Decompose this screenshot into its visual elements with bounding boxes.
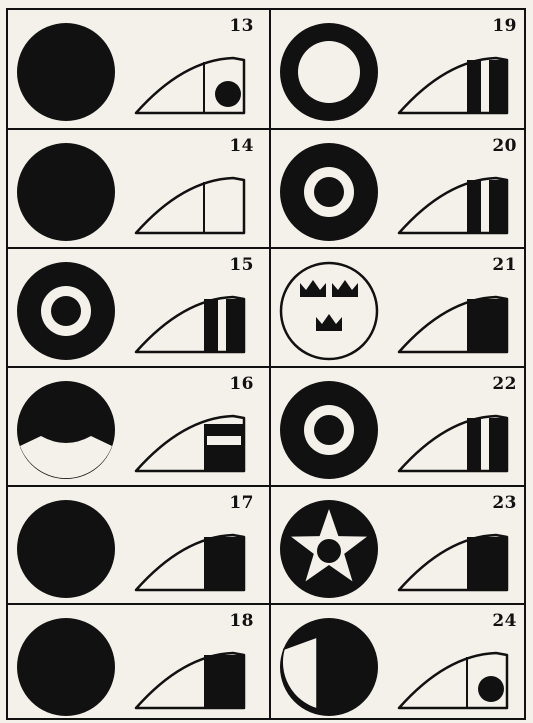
roundel-solid-disc: [17, 23, 115, 121]
plate-number: 15: [229, 255, 254, 275]
plate-22: 22: [271, 368, 531, 486]
plate-number: 19: [492, 16, 517, 36]
tail-fin-bars-bwb: [399, 178, 507, 233]
plate-19: 19: [271, 10, 531, 128]
tail-fin-bars-bwb: [399, 58, 507, 113]
tail-fin-solid: [136, 653, 244, 708]
roundel-target-ring: [280, 143, 378, 241]
insignia-plate-sheet: 13 19 14 20 15 21 16 22 17 23 18 24: [6, 8, 526, 720]
tail-fin-solid: [136, 535, 244, 590]
roundel-ring-white-center: [280, 23, 378, 121]
roundel-solid-disc: [17, 143, 115, 241]
plate-20: 20: [271, 130, 531, 248]
roundel-target-ring: [17, 262, 115, 360]
plate-number: 14: [229, 136, 254, 156]
roundel-solid-disc: [17, 500, 115, 598]
roundel-star-in-disc: [280, 500, 378, 598]
plate-number: 17: [229, 493, 254, 513]
plate-15: 15: [8, 249, 268, 367]
roundel-three-crowns: [281, 263, 377, 359]
plate-13: 13: [8, 10, 268, 128]
tail-fin-bars-bwb: [136, 297, 244, 352]
roundel-target-ring: [280, 381, 378, 479]
plate-18: 18: [8, 605, 268, 723]
plate-number: 20: [492, 136, 517, 156]
roundel-disc-white-quadrant: [280, 618, 378, 716]
plate-14: 14: [8, 130, 268, 248]
plate-number: 23: [492, 493, 517, 513]
tail-fin-bar-white-middle: [136, 416, 244, 471]
plate-16: 16: [8, 368, 268, 486]
plate-number: 21: [492, 255, 517, 275]
tail-fin-outline-divider: [136, 178, 244, 233]
plate-23: 23: [271, 487, 531, 605]
plate-24: 24: [271, 605, 531, 723]
plate-21: 21: [271, 249, 531, 367]
plate-number: 24: [492, 611, 517, 631]
plate-number: 16: [229, 374, 254, 394]
roundel-solid-disc: [17, 618, 115, 716]
tail-fin-solid: [399, 297, 507, 352]
plate-number: 18: [229, 611, 254, 631]
plate-17: 17: [8, 487, 268, 605]
tail-fin-bars-bwb: [399, 416, 507, 471]
plate-number: 13: [229, 16, 254, 36]
tail-fin-solid: [399, 535, 507, 590]
tail-fin-disc-in-box: [399, 653, 507, 708]
tail-fin-disc-in-box: [136, 58, 244, 113]
roundel-disc-white-bottom: [17, 381, 115, 479]
plate-number: 22: [492, 374, 517, 394]
